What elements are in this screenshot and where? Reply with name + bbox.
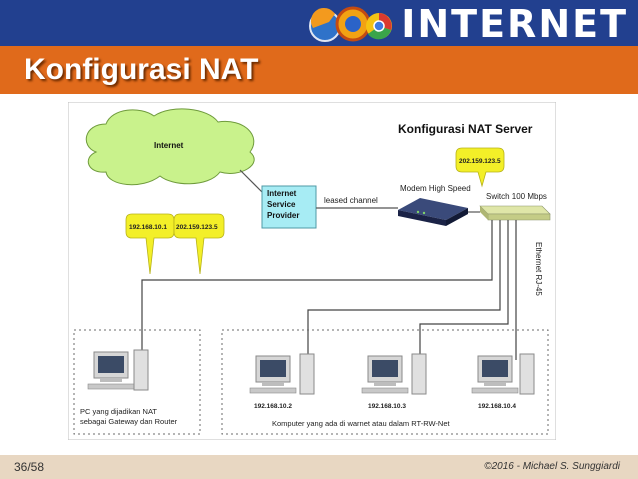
slide-title: Konfigurasi NAT [24, 53, 259, 86]
nat-diagram: Konfigurasi NAT Server Internet Internet… [68, 102, 556, 440]
modem-ip-bubble [455, 147, 505, 188]
client-pc-icon [471, 353, 535, 395]
ethernet-cables [141, 220, 517, 360]
footer-bar [0, 455, 638, 479]
gateway-caption-2: sebagai Gateway dan Router [80, 417, 178, 426]
cloud-isp-link [239, 169, 263, 193]
internet-cloud [85, 108, 255, 186]
diagram-title: Konfigurasi NAT Server [398, 122, 533, 136]
modem-icon [398, 198, 468, 226]
client-ip-label: 192.168.10.2 [254, 403, 292, 410]
client-pc-icon [249, 353, 315, 395]
ethernet-label: Ethernet RJ-45 [534, 242, 543, 296]
modem-ip-label: 202.159.123.5 [459, 158, 501, 165]
isp-label-3: Provider [267, 211, 299, 220]
isp-label-1: Internet [267, 189, 297, 198]
client-pc-icon [361, 353, 427, 395]
switch-label: Switch 100 Mbps [486, 192, 547, 201]
isp-box [261, 185, 317, 229]
page-number: 36/58 [14, 460, 45, 474]
client-ip-label: 192.168.10.3 [368, 403, 406, 410]
title-bar [0, 46, 638, 96]
gateway-pc-icon [87, 349, 149, 391]
clients-caption: Komputer yang ada di warnet atau dalam R… [272, 419, 451, 428]
brand-title: INTERNET [401, 2, 628, 46]
local-ip-label: 192.168.10.1 [129, 224, 167, 231]
isp-label-2: Service [267, 200, 296, 209]
brand: INTERNET [305, 4, 628, 44]
browser-logos-icon [309, 6, 393, 42]
public-ip-bubble [173, 213, 225, 275]
internet-label: Internet [154, 141, 184, 150]
public-ip-label: 202.159.123.5 [176, 224, 218, 231]
leased-label: leased channel [324, 196, 378, 205]
client-ip-label: 192.168.10.4 [478, 403, 516, 410]
gateway-caption-1: PC yang dijadikan NAT [80, 407, 157, 416]
switch-icon [479, 205, 551, 221]
copyright-credit: ©2016 - Michael S. Sunggiardi [484, 461, 620, 472]
modem-label: Modem High Speed [400, 184, 471, 193]
